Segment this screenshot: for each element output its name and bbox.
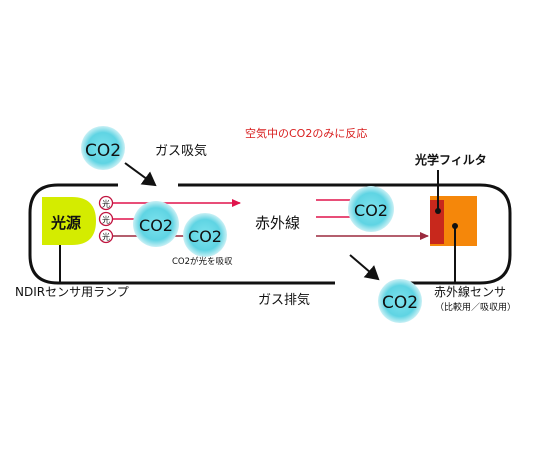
svg-text:光: 光 — [102, 232, 110, 242]
chamber-top-left — [28, 183, 335, 285]
light-marker-3: 光 — [98, 228, 114, 244]
co2-bubble-chamber-1: CO2 — [133, 201, 179, 247]
co2-bubble-chamber-3: CO2 — [348, 186, 394, 232]
co2-bubble-exhaust: CO2 — [378, 279, 422, 323]
light-source-label: 光源 — [50, 214, 81, 232]
infrared-label: 赤外線 — [255, 214, 300, 232]
co2-label-exhaust: CO2 — [382, 293, 418, 313]
filter-pointer-dot — [435, 208, 441, 214]
co2-bubble-intake: CO2 — [81, 126, 125, 170]
co2-label-chamber-3: CO2 — [354, 201, 388, 220]
light-source: 光源 — [42, 197, 96, 245]
sensor-pointer-dot — [452, 223, 458, 229]
light-marker-1: 光 — [98, 195, 114, 211]
light-marker-2: 光 — [98, 211, 114, 227]
reaction-note: 空気中のCO2のみに反応 — [245, 126, 367, 140]
co2-label-intake: CO2 — [85, 141, 121, 161]
intake-arrow — [124, 162, 157, 187]
co2-bubble-chamber-2: CO2 — [183, 213, 227, 257]
chamber-top-right — [178, 183, 512, 285]
lamp-label: NDIRセンサ用ランプ — [15, 285, 129, 299]
optical-filter-label: 光学フィルタ — [414, 152, 487, 167]
gas-intake-label: ガス吸気 — [155, 143, 207, 159]
svg-text:光: 光 — [102, 199, 110, 209]
gas-exhaust-label: ガス排気 — [258, 292, 310, 308]
exhaust-arrow — [349, 254, 380, 281]
co2-label-chamber-2: CO2 — [188, 227, 222, 246]
ir-sensor-sub-label: （比較用／吸収用） — [435, 301, 516, 313]
ir-sensor-label: 赤外線センサ — [434, 284, 506, 299]
co2-label-chamber-1: CO2 — [139, 216, 173, 235]
svg-text:光: 光 — [102, 215, 110, 225]
absorb-note: CO2が光を吸収 — [172, 256, 233, 267]
